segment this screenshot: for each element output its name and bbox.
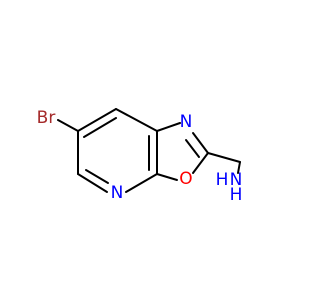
atom-amine-hydrogen-1: H <box>216 170 229 190</box>
bond-n3-c2-inner <box>185 139 200 158</box>
bond-br-c6 <box>57 119 79 132</box>
bond-c6-c7 <box>77 108 117 132</box>
bond-n3-c2 <box>192 132 209 154</box>
bond-c6-c7-inner <box>83 117 117 138</box>
structure-canvas: Br N N O H N H <box>37 108 243 205</box>
bond-c3a-n4 <box>125 173 158 193</box>
atom-pyridine-nitrogen: N <box>111 183 124 203</box>
atom-oxazole-nitrogen: N <box>180 112 193 132</box>
bond-n4-c5-inner <box>85 169 109 184</box>
bond-c7a-n3 <box>156 122 181 132</box>
bond-ch2-nh2 <box>237 161 241 174</box>
bond-c2-o1 <box>192 152 209 174</box>
atom-oxazole-oxygen: O <box>179 169 192 189</box>
bond-c2-ch2 <box>207 152 241 163</box>
molecule-diagram: Br N N O H N H <box>37 108 243 205</box>
atom-amine-hydrogen-2: H <box>230 185 243 205</box>
bond-n4-c5 <box>77 173 108 193</box>
bond-o1-c3a <box>156 173 178 181</box>
atom-bromine: Br <box>37 108 56 128</box>
atom-amine-nitrogen: N <box>230 170 243 190</box>
bond-c7-c7a <box>115 108 158 132</box>
